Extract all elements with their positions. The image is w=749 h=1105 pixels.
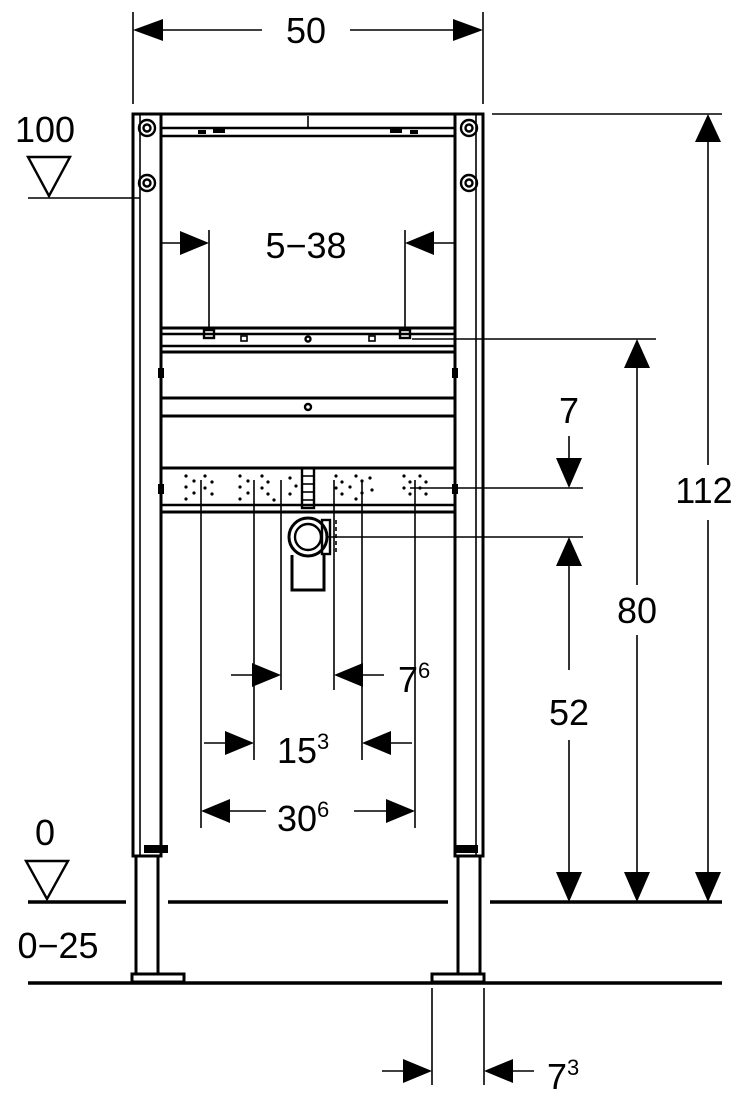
dim-outlet-height: 52 [326,536,589,902]
bracket-spacing-label: 5−38 [265,225,346,266]
dim-foot-depth: 73 [382,988,579,1097]
dim-top-height: 112 [492,113,733,902]
mounting-holes [137,118,479,193]
level-marker-floor: 0 0−25 [17,812,98,966]
foot-depth-sup: 3 [567,1055,579,1080]
offset-small-base: 7 [398,659,418,700]
adjust-range-label: 0−25 [17,925,98,966]
dim-spacing-wide: 306 [200,480,416,839]
dim-offset-small: 76 [231,480,430,700]
width-label: 50 [286,10,326,51]
offset-small-label: 76 [398,658,430,700]
foot-depth-label: 73 [547,1055,579,1097]
dim-gap: 7 [410,390,583,489]
dim-bracket-spacing: 5−38 [161,225,455,330]
level-marker-top: 100 [15,109,140,199]
foot-depth-base: 7 [547,1056,567,1097]
mid-panels [158,350,458,418]
spacing-wide-base: 30 [277,798,317,839]
spacing-wide-label: 306 [277,797,329,839]
frame-feet [130,845,486,984]
offset-small-sup: 6 [418,658,430,683]
bracket-rail [161,326,455,348]
top-height-label: 112 [675,470,732,511]
spacing-mid-base: 15 [277,730,317,771]
level-top-label: 100 [15,109,75,150]
dim-spacing-mid: 153 [204,480,412,771]
spacing-mid-label: 153 [277,729,329,771]
bracket-height-label: 80 [617,590,657,631]
dim-width: 50 [132,10,484,104]
lower-crossbar [158,466,458,514]
crossbar-hole-pattern [184,474,428,502]
spacing-mid-sup: 3 [317,729,329,754]
outlet-height-label: 52 [549,692,589,733]
floor-lines [28,900,722,985]
spacing-wide-sup: 6 [317,797,329,822]
gap-label: 7 [559,390,579,431]
dim-bracket-height: 80 [412,338,657,902]
top-rail [133,112,483,138]
level-floor-label: 0 [35,812,55,853]
